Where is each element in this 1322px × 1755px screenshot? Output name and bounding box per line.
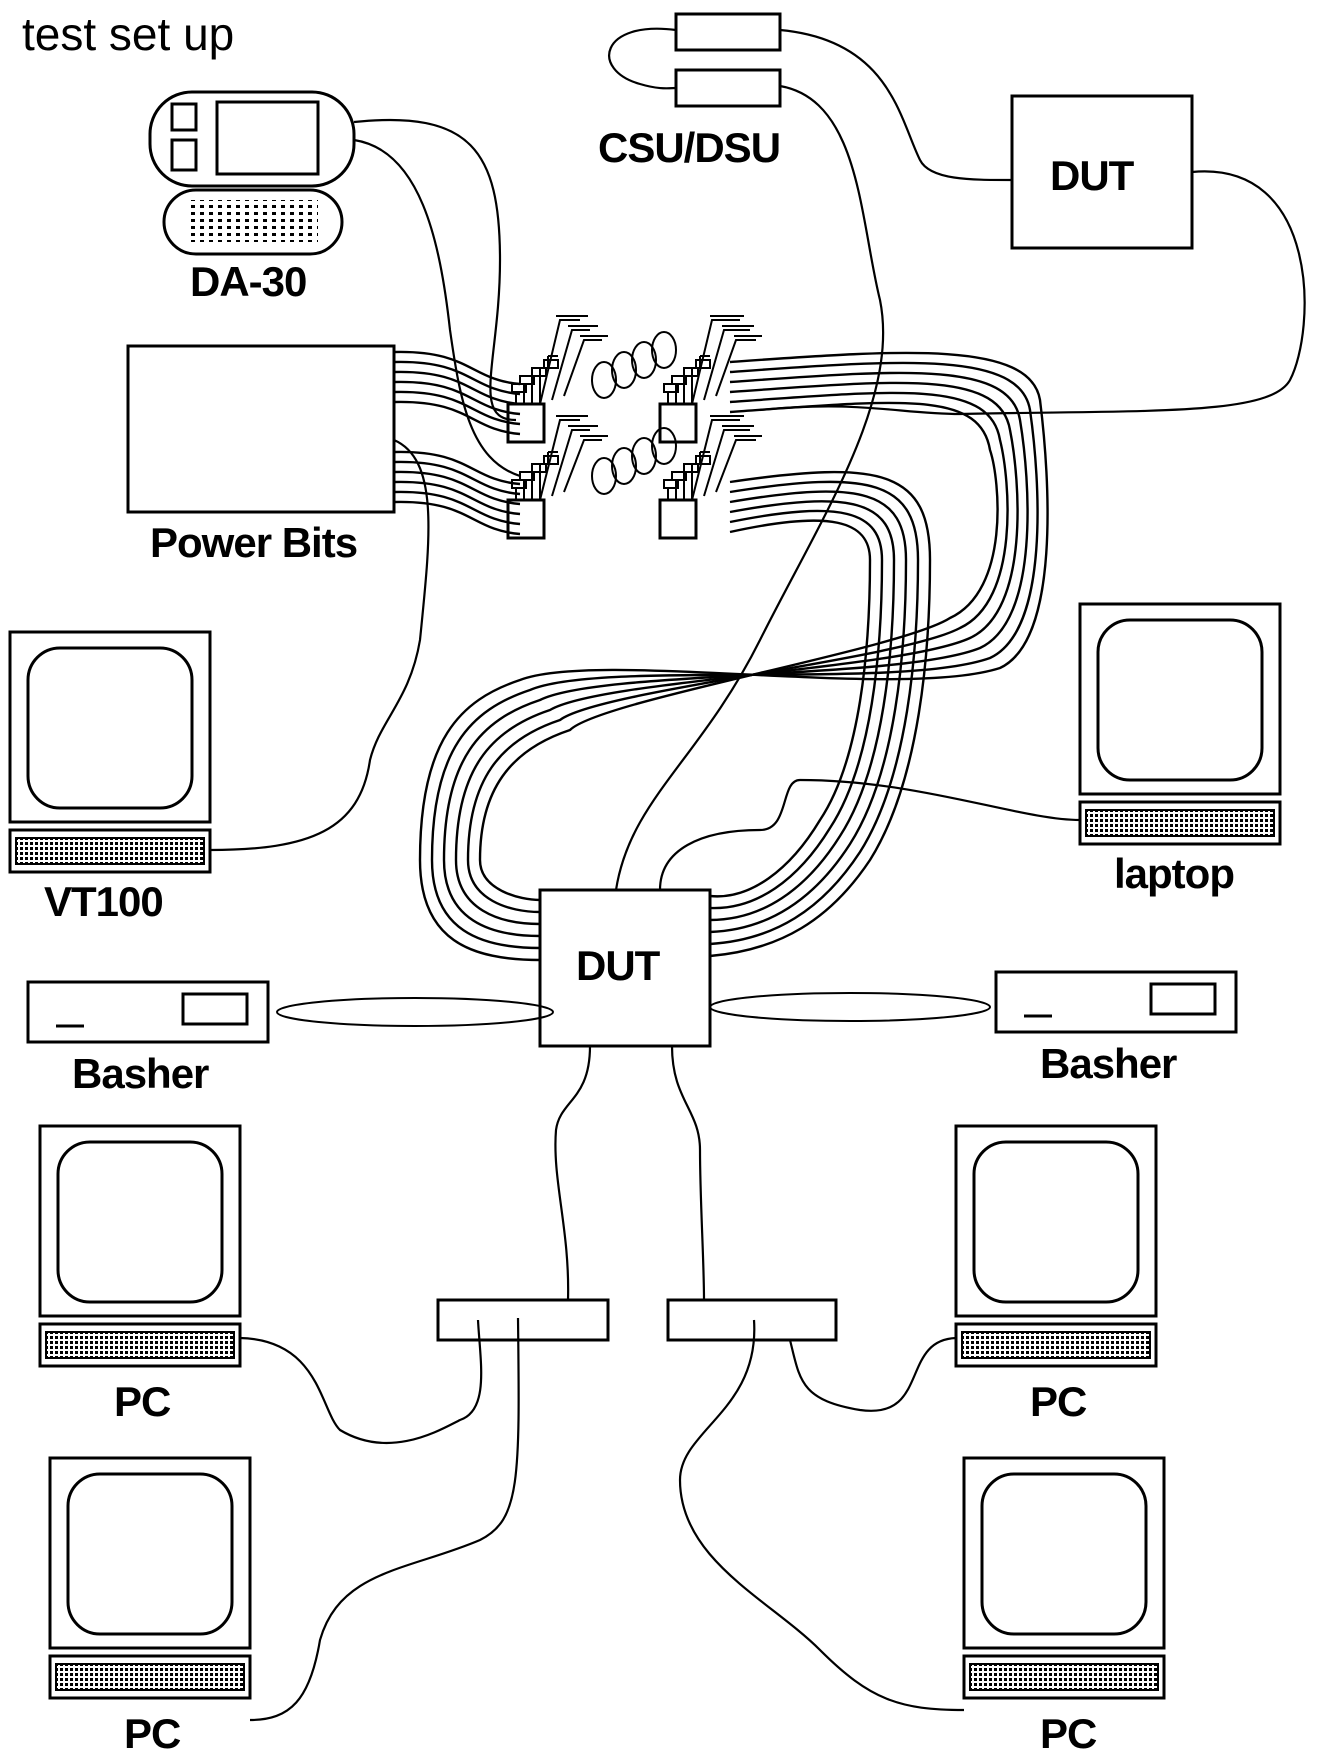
power-bits-label: Power Bits bbox=[150, 519, 357, 566]
diagram-title: test set up bbox=[22, 8, 234, 60]
pc-right-lower-label: PC bbox=[1040, 1710, 1097, 1755]
cable-bundle-upper-loop bbox=[418, 351, 1049, 962]
laptop-label: laptop bbox=[1114, 850, 1234, 897]
basher-left-label: Basher bbox=[72, 1050, 209, 1097]
basher-right-link bbox=[709, 992, 991, 1022]
pc-right-upper-label: PC bbox=[1030, 1378, 1087, 1425]
da30-device bbox=[148, 90, 356, 256]
dut-center-label: DUT bbox=[576, 942, 661, 989]
basher-right-label: Basher bbox=[1040, 1040, 1177, 1087]
pc-left-upper-label: PC bbox=[114, 1378, 171, 1425]
cable-bundle-lower-loop bbox=[709, 470, 932, 958]
patch-panel-cluster bbox=[506, 315, 762, 540]
pc-left-lower-label: PC bbox=[124, 1710, 181, 1755]
basher-right-device bbox=[994, 970, 1238, 1034]
dut-top-device bbox=[1010, 94, 1194, 250]
hub-left bbox=[436, 1298, 610, 1342]
laptop-device bbox=[1078, 602, 1282, 846]
cable-bundle-left bbox=[393, 350, 521, 536]
dut-center-device bbox=[538, 888, 712, 1048]
pc-right-upper-device bbox=[954, 1124, 1158, 1368]
basher-left-device bbox=[26, 980, 270, 1044]
pc-left-upper-device bbox=[38, 1124, 242, 1368]
da30-label: DA-30 bbox=[190, 258, 306, 305]
csu-dsu-label: CSU/DSU bbox=[598, 124, 780, 171]
vt100-label: VT100 bbox=[44, 878, 163, 925]
csu-dsu-device bbox=[674, 12, 782, 108]
pc-left-lower-device bbox=[48, 1456, 252, 1700]
hub-right bbox=[666, 1298, 838, 1342]
vt100-device bbox=[8, 630, 212, 874]
basher-left-link bbox=[276, 997, 554, 1027]
power-bits-device bbox=[126, 344, 396, 514]
pc-right-lower-device bbox=[962, 1456, 1166, 1700]
dut-top-label: DUT bbox=[1050, 152, 1135, 199]
